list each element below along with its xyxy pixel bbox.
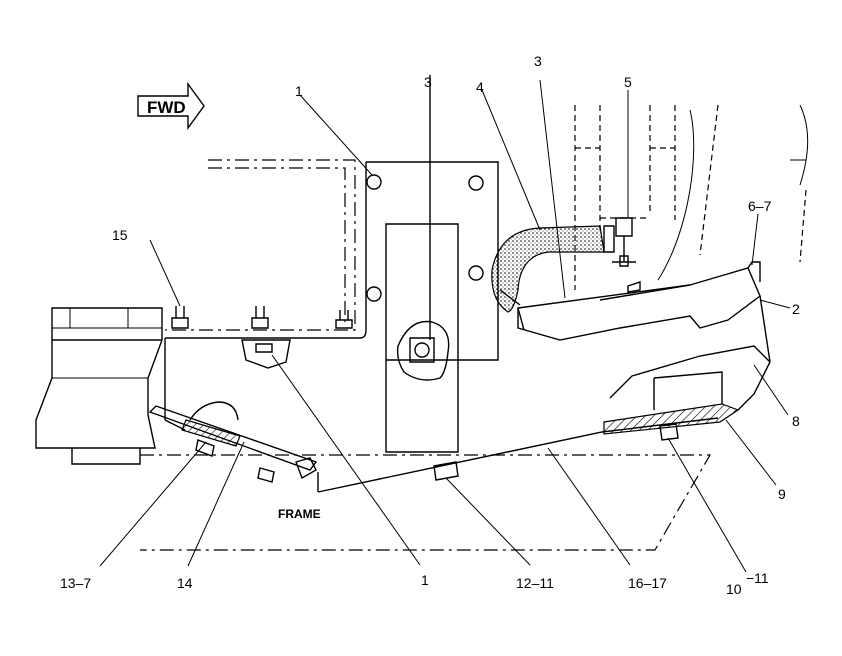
plate-bolts <box>171 306 353 369</box>
callout-5: 5 <box>624 74 632 90</box>
callout-3-left: 3 <box>424 74 432 90</box>
frame-label: FRAME <box>278 507 321 521</box>
callout-10: 10 <box>726 581 742 597</box>
callout-13-7: 13–7 <box>60 575 91 591</box>
hose <box>491 225 615 313</box>
lower-bracket <box>433 345 771 481</box>
callout-14: 14 <box>177 575 193 591</box>
fwd-arrow-icon: FWD <box>137 81 205 131</box>
callout-labels: 1 3 3 4 5 6–7 2 15 8 9 13–7 14 1 12–11 1… <box>60 53 800 597</box>
leader-lines <box>99 79 791 573</box>
callout-8: 8 <box>792 413 800 429</box>
callout-1-top: 1 <box>295 83 303 99</box>
callout-4: 4 <box>476 79 484 95</box>
callout-3-right: 3 <box>534 53 542 69</box>
upper-tray <box>517 261 771 411</box>
callout-11-suffix: −11 <box>746 570 769 586</box>
callout-16-17: 16–17 <box>628 575 667 591</box>
isolator-bracket <box>148 401 318 483</box>
callout-6-7: 6–7 <box>748 198 772 214</box>
frame-outline: FRAME <box>140 454 712 551</box>
engine-mount-left <box>35 307 163 465</box>
clamp-assembly <box>396 75 450 381</box>
callout-12-11: 12–11 <box>516 575 554 591</box>
callout-1-bottom: 1 <box>421 572 429 588</box>
sensor-fitting <box>612 217 636 267</box>
fwd-label: FWD <box>147 98 186 117</box>
body-outline <box>165 104 808 331</box>
mounting-plate <box>164 161 719 493</box>
callout-9: 9 <box>778 486 786 502</box>
callout-2: 2 <box>792 301 800 317</box>
callout-15: 15 <box>112 227 128 243</box>
